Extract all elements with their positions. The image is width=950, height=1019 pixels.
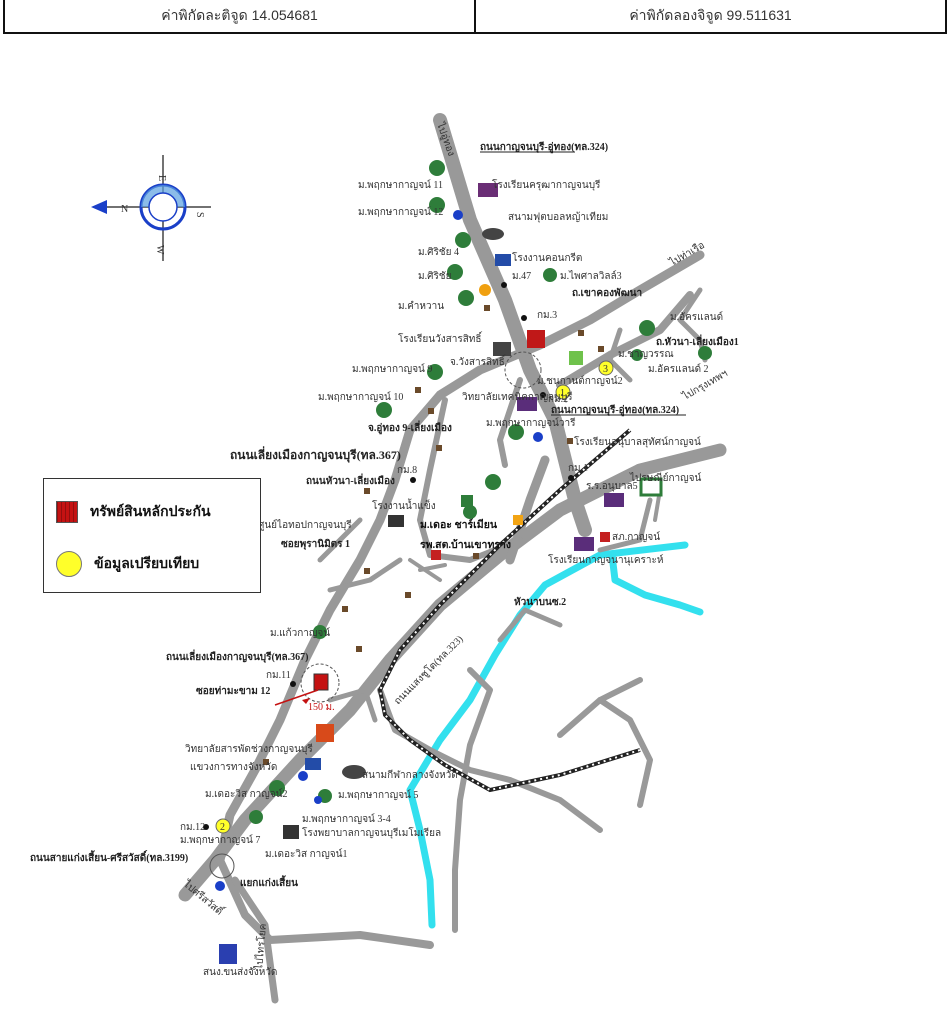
legend-row-comparison: ข้อมูลเปรียบเทียบ [56,551,199,577]
latitude-cell: ค่าพิกัดละติจูด 14.054681 [161,7,318,23]
north-arrow-icon [91,200,107,214]
road-324-mid-label: ถนนกาญจนบุรี-อู่ทอง(ทล.324) [551,404,679,417]
km12-label: กม.12 [180,822,205,833]
longitude-cell: ค่าพิกัดลองจิจูด 99.511631 [474,0,945,32]
muban7-label: ม.พฤกษากาญจน์ 7 [180,834,260,846]
km3-label: กม.3 [537,310,557,321]
river [406,541,704,929]
muban10-label: ม.พฤกษากาญจน์ 10 [318,391,403,403]
jct-wangsarasit-label: จ.วังสารสิทธิ์ [450,354,506,368]
center-label: ศูนย์ไอทอปกาญจนบุรี [258,519,352,531]
jct-huana-label: ถ.หัวนา-เลี่ยงเมือง1 [656,334,739,348]
road-367-top-label: ถนนเลี่ยงเมืองกาญจนบุรี(ทล.367) [230,446,401,463]
school-tukanchana-label: โรงเรียนกาญจนานุเคราะห์ [548,553,664,566]
jct-uthong9-label: จ.อู่ทอง 9-เลี่ยงเมือง [368,420,452,435]
road-network [178,113,727,1004]
railway [377,428,641,793]
school-sukhit-label: โรงเรียนอนุบาลสุทัศน์กาญจน์ [574,435,701,448]
highway-office-label: แขวงการทางจังหวัด [190,762,277,773]
road-huana-label: ถนนหัวนา-เลี่ยงเมือง [306,473,395,487]
post-label: ไปรษณีย์กาญจน์ [629,472,702,484]
station-label: สภ.กาญจน์ [612,531,660,543]
dechaviss2-label: ม.เดอะวิส กาญจน์2 [205,788,288,800]
kaewkanchan-label: ม.แก้วกาญจน์ [270,627,330,639]
kaengsian-circle [209,853,235,879]
km11-label: กม.11 [266,670,291,681]
legend: ทรัพย์สินหลักประกัน ข้อมูลเปรียบเทียบ [43,478,261,593]
road-324-top-label: ถนนกาญจนบุรี-อู่ทอง(ทล.324) [480,141,608,154]
to-uthong-label: ไปอู่ทอง [434,120,458,158]
collateral-square-icon [56,501,78,523]
anuban5-label: ร.ร.อนุบาล5 [586,481,638,492]
legend-row-collateral: ทรัพย์สินหลักประกัน [56,501,211,523]
km47-label: ม.47 [512,271,531,282]
junction-circle [504,351,542,389]
compass-w: W [154,245,165,255]
pin-icons [215,210,543,891]
stadium2-label: สนามกีฬากลางจังหวัด [362,769,458,781]
muban-kanjana-label: ม.ชนกานต์กาญจน์2 [537,375,623,387]
muban-kanchanwan-label: ม.พฤกษากาญจน์วารี [486,417,576,429]
srichai-label: ม.ศิริชัย [418,271,451,282]
marker-3-label: 3 [603,364,608,375]
km-dots [203,282,574,830]
road-367-bottom-label: ถนนเลี่ยงเมืองกาญจนบุรี(ทล.367) [166,649,308,663]
collateral-property [274,663,340,706]
muban-11-label: ม.พฤกษากาญจน์ 11 [358,179,443,191]
arun-label: ม.อัครแลนด์ [670,311,723,323]
paisan-label: ม.ไพศาลวิลล์3 [560,270,622,282]
school-wang-label: โรงเรียนวังสารสิทธิ์ [398,331,483,345]
soi-thamakham-label: ซอยท่ามะขาม 12 [196,685,270,697]
km8-label: กม.8 [397,465,417,476]
muban9-label: ม.พฤกษากาญจน์ 9 [352,363,432,375]
coordinate-table: ค่าพิกัดละติจูด 14.054681 ค่าพิกัดลองจิจ… [3,0,947,34]
school-kru-label: โรงเรียนครุฒากาญจนบุรี [492,178,601,191]
legend-comparison-label: ข้อมูลเปรียบเทียบ [94,557,200,572]
marker-1-label: 1 [560,388,565,399]
jct-kaengsian-label: แยกแก่งเสี้ยน [240,875,298,889]
transport-label: สนง.ขนส่งจังหวัด [203,967,277,978]
house-icons [263,305,604,765]
legend-collateral-label: ทรัพย์สินหลักประกัน [90,505,211,520]
kamwan-label: ม.คำหวาน [398,301,444,312]
building-icons [219,183,663,964]
comparison-markers: 1 2 3 [215,360,614,834]
chanchai-label: ม.ชาญวรรณ [618,349,674,360]
muban34-label: ม.พฤกษากาญจน์ 3-4 [302,813,391,825]
muban5-label: ม.พฤกษากาญจน์ 5 [338,789,418,801]
compass: N E S W [91,155,211,261]
hospital-ban-label: รพ.สต.บ้านเขาทราง [420,538,511,551]
place-labels: ม.พฤกษากาญจน์ 11 ม.พฤกษากาญจน์ 12 โรงเรี… [180,178,723,978]
jct-khaokong-label: ถ.เขาคองพัฒนา [572,287,642,299]
marker-2-label: 2 [220,822,225,833]
compass-e: E [156,175,167,181]
road-3199-label: ถนนสายแก่งเสี้ยน-ศรีสวัสดิ์(ทล.3199) [30,850,188,864]
dechariya-label: ม.เดอะ ชาร์เมียน [420,518,498,531]
compass-s: S [194,212,205,218]
comparison-circle-icon [56,551,82,577]
hospital-mem-label: โรงพยาบาลกาญจนบุรีเมโมเรียล [302,826,441,839]
km1-label: กม.1 [568,463,588,474]
to-saiyok-label: ไปไทรโยค [252,923,269,971]
stadium-label: สนามฟุตบอลหญ้าเทียม [508,211,608,223]
huanawat-label: หัวนาบนซ.2 [514,596,566,608]
distance-label: 150 ม. [308,702,335,713]
dechaviss1-label: ม.เดอะวิส กาญจน์1 [265,848,348,860]
college-label: วิทยาลัยสารพัดช่างกาญจนบุรี [185,743,314,755]
technic-label: วิทยาลัยเทคนิคกาญจนบุรี [462,391,574,403]
muban-12-label: ม.พฤกษากาญจน์ 12 [358,206,443,218]
concrete-label: โรงงานคอนกรีต [512,251,582,264]
factory-label: โรงงานน้ำแข็ง [372,498,436,512]
arun2-label: ม.อัครแลนด์ 2 [648,363,709,375]
km2-label: กม.2 [548,394,568,405]
soi-phuraniwet-label: ซอยพุรานิมิตร 1 [281,538,350,550]
srichai4-label: ม.ศิริชัย 4 [418,247,459,258]
compass-n: N [121,204,128,215]
